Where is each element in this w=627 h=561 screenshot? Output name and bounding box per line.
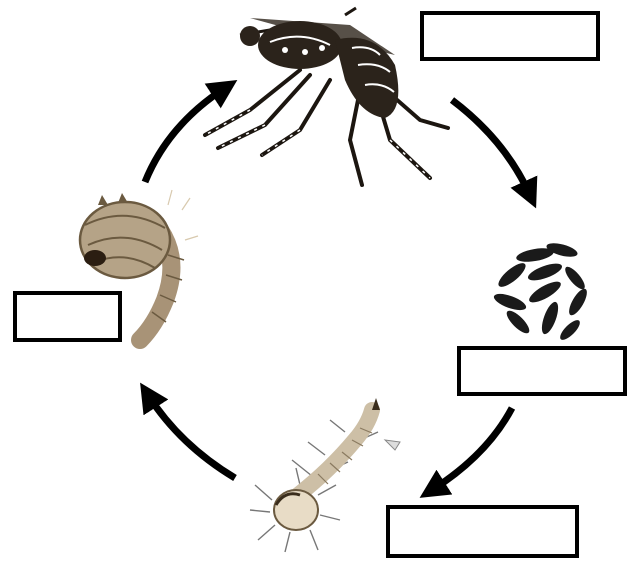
label-box-egg[interactable] xyxy=(457,346,627,396)
arrow-adult-to-egg xyxy=(452,100,530,195)
larva-icon xyxy=(250,398,400,552)
arrow-egg-to-larva xyxy=(432,408,512,490)
label-box-pupa[interactable] xyxy=(13,291,122,342)
label-box-adult[interactable] xyxy=(420,11,600,61)
mosquito-adult-icon xyxy=(205,8,448,185)
arrow-pupa-to-adult xyxy=(145,88,225,182)
arrow-larva-to-pupa xyxy=(148,395,235,478)
egg-cluster-icon xyxy=(492,241,590,343)
label-box-larva[interactable] xyxy=(386,505,579,558)
